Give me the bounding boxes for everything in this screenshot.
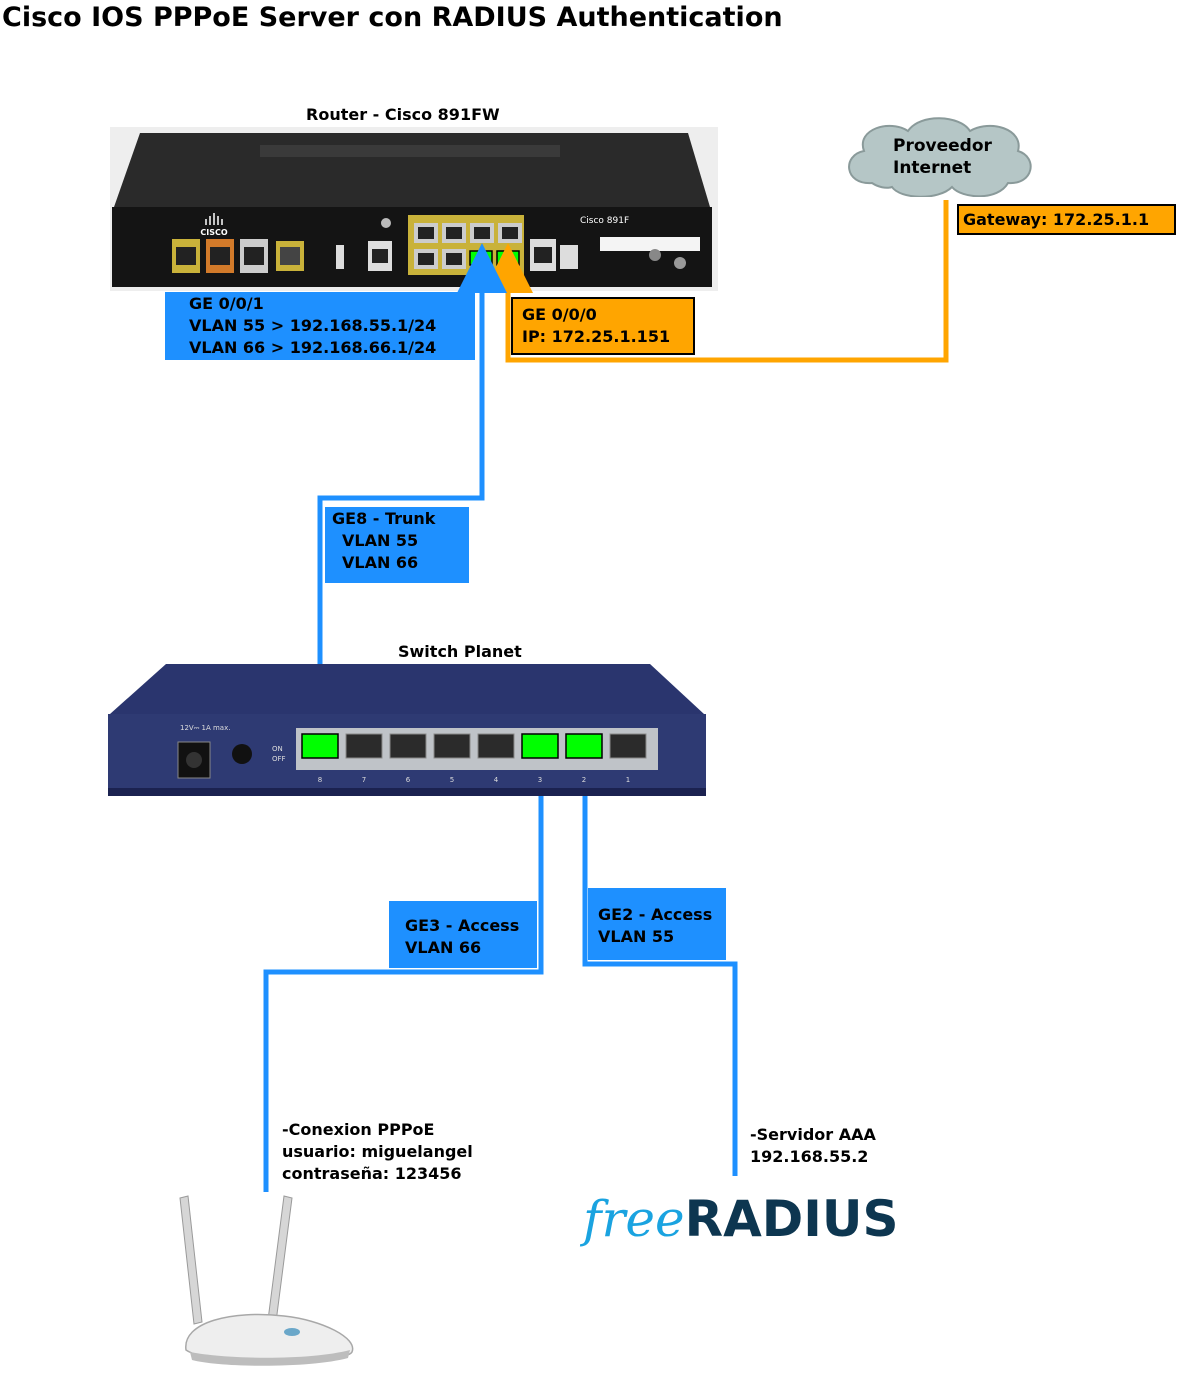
switch-port-number-4: 4: [494, 776, 499, 784]
ge8-line-2: VLAN 55: [342, 531, 419, 550]
ge8-label: GE8 - Trunk VLAN 55 VLAN 66: [325, 507, 469, 583]
router-caption: Router - Cisco 891FW: [306, 105, 500, 124]
ge2-line-1: GE2 - Access: [598, 905, 713, 924]
switch-port-number-5: 5: [450, 776, 454, 784]
freeradius-radius-text: RADIUS: [684, 1190, 899, 1248]
ge8-line-3: VLAN 66: [342, 553, 419, 572]
switch-port-number-6: 6: [406, 776, 411, 784]
switch-port-number-8: 8: [318, 776, 322, 784]
ge3-line-1: GE3 - Access: [405, 916, 520, 935]
pppoe-line-3: contraseña: 123456: [282, 1164, 462, 1183]
isp-line-1: Proveedor: [893, 136, 992, 156]
isp-cloud-label: Proveedor Internet: [893, 135, 992, 179]
router-brand-text: CISCO: [200, 228, 227, 237]
switch-port-3: [521, 733, 559, 759]
switch-port-number-7: 7: [362, 776, 366, 784]
isp-link-orange: [483, 200, 949, 363]
router-device: CISCO Cisco 891F: [110, 127, 718, 291]
power-label: 12V⎓ 1A max.: [180, 724, 230, 732]
ge8-line-1: GE8 - Trunk: [332, 509, 436, 528]
switch-port-8: [301, 733, 339, 759]
gateway-label: Gateway: 172.25.1.1: [957, 204, 1176, 235]
switch-port-2: [565, 733, 603, 759]
ge000-line-1: GE 0/0/0: [522, 305, 597, 324]
ge2-label: GE2 - Access VLAN 55: [588, 888, 726, 960]
diagram-title: Cisco IOS PPPoE Server con RADIUS Authen…: [2, 2, 783, 33]
ge000-line-2: IP: 172.25.1.151: [522, 327, 671, 346]
router-model-text: Cisco 891F: [580, 216, 629, 226]
on-label: ON: [272, 745, 283, 753]
freeradius-free-text: free: [583, 1190, 685, 1248]
ge2-line-2: VLAN 55: [598, 927, 675, 946]
aaa-line-2: 192.168.55.2: [750, 1147, 869, 1166]
ge000-label: GE 0/0/0 IP: 172.25.1.151: [511, 297, 695, 355]
ge001-line-3: VLAN 66 > 192.168.66.1/24: [189, 338, 437, 357]
switch-port-1: [609, 733, 647, 759]
cisco-logo-icon: CISCO: [200, 213, 228, 237]
wireless-router-icon: [179, 1195, 354, 1366]
pppoe-line-2: usuario: miguelangel: [282, 1142, 473, 1161]
ge001-line-1: GE 0/0/1: [189, 294, 264, 313]
switch-port-6: [389, 733, 427, 759]
switch-port-5: [433, 733, 471, 759]
access-link-ge3: [263, 730, 566, 1192]
switch-port-4: [477, 733, 515, 759]
pppoe-line-1: -Conexion PPPoE: [282, 1120, 435, 1139]
trunk-link-blue: [317, 243, 507, 740]
aaa-line-1: -Servidor AAA: [750, 1125, 876, 1144]
pppoe-client-info: -Conexion PPPoE usuario: miguelangel con…: [282, 1119, 473, 1185]
switch-port-number-3: 3: [538, 776, 542, 784]
off-label: OFF: [272, 755, 286, 763]
isp-cloud-icon: [848, 117, 1032, 197]
ge3-label: GE3 - Access VLAN 66: [389, 901, 537, 968]
ge001-label: GE 0/0/1 VLAN 55 > 192.168.55.1/24 VLAN …: [165, 292, 475, 360]
ge3-line-2: VLAN 66: [405, 938, 482, 957]
isp-line-2: Internet: [893, 158, 972, 178]
switch-port-7: [345, 733, 383, 759]
switch-caption: Switch Planet: [398, 642, 522, 661]
switch-port-number-2: 2: [582, 776, 586, 784]
switch-device: 12V⎓ 1A max. ON OFF 8 7 6 5 4 3 2 1: [108, 664, 706, 796]
aaa-server-info: -Servidor AAA 192.168.55.2: [750, 1124, 876, 1168]
ge001-line-2: VLAN 55 > 192.168.55.1/24: [189, 316, 437, 335]
access-link-ge2: [560, 730, 738, 1176]
switch-port-number-1: 1: [626, 776, 630, 784]
freeradius-logo: freeRADIUS: [583, 1190, 899, 1248]
